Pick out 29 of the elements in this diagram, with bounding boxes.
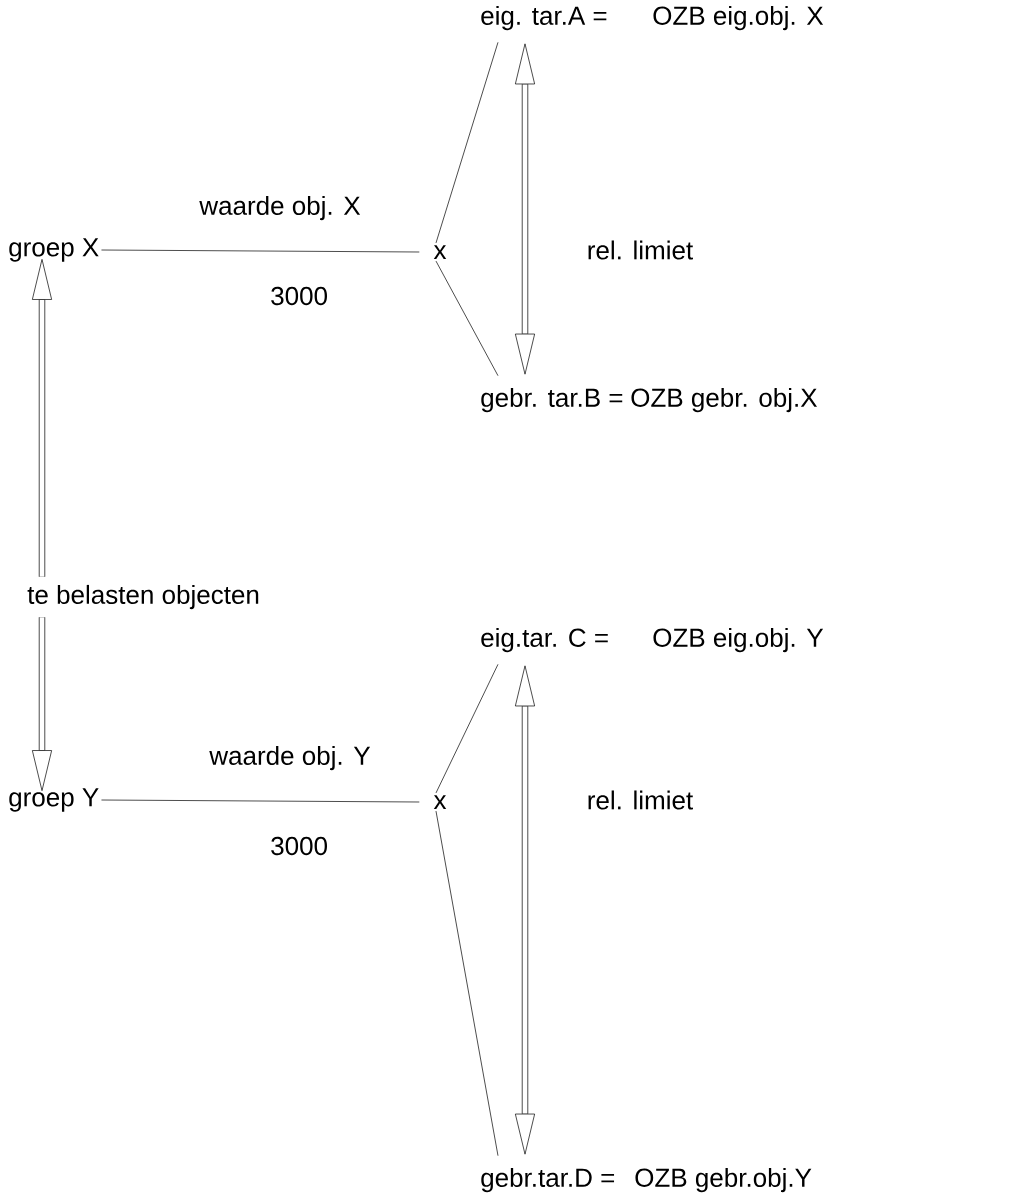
- label: 3000: [271, 286, 327, 306]
- node-text: eig. tar.A =: [481, 5, 607, 31]
- label: OZB gebr.obj.Y: [635, 1167, 812, 1193]
- node-text: groep Y: [9, 788, 99, 812]
- node-text: eig.tar. C =: [481, 627, 608, 653]
- hollow-arrow: [515, 43, 535, 375]
- line: [435, 810, 499, 1157]
- node-text: x: [433, 245, 447, 259]
- edge-label: rel. limiet: [584, 238, 696, 262]
- line: [101, 799, 420, 803]
- edge-label: waarde obj. X: [197, 193, 363, 223]
- node-text: te belasten objecten: [27, 584, 259, 610]
- label: 3000: [271, 836, 327, 856]
- label: OZB gebr. obj.X: [631, 387, 818, 413]
- node-text: gebr.tar.D =: [481, 1167, 615, 1193]
- line: [435, 260, 499, 377]
- node-text: groep X: [9, 238, 99, 262]
- line: [435, 42, 499, 244]
- node-text: x: [433, 795, 447, 809]
- hollow-arrow: [32, 617, 52, 791]
- hollow-arrow: [32, 259, 52, 577]
- edge-label: waarde obj. Y: [207, 743, 373, 773]
- label: OZB eig.obj. Y: [653, 627, 824, 653]
- node-text: gebr. tar.B =: [481, 387, 623, 413]
- edge-label: rel. limiet: [584, 788, 696, 812]
- hollow-arrow: [515, 665, 535, 1155]
- line: [435, 664, 499, 794]
- label: OZB eig.obj. X: [653, 5, 824, 31]
- line: [101, 249, 420, 253]
